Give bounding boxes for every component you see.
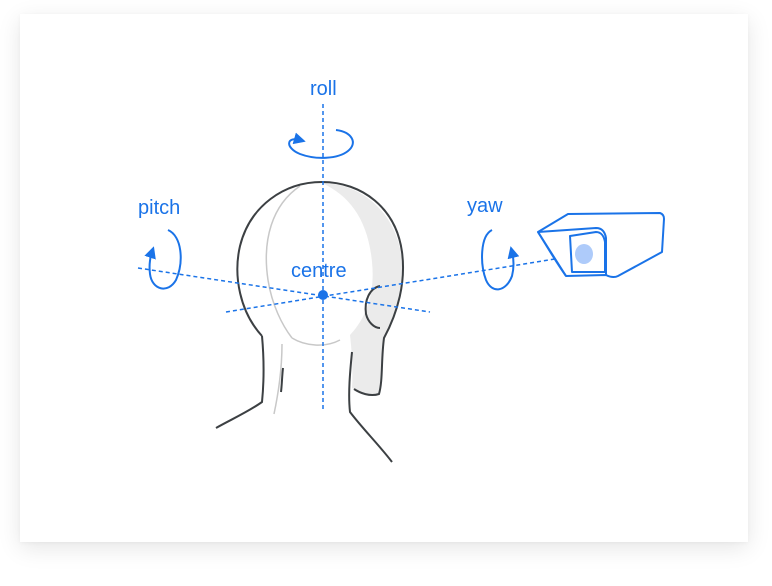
camera-lens <box>575 244 593 264</box>
camera-front-face <box>537 227 607 275</box>
pitch-axis <box>137 267 431 313</box>
head-illustration <box>215 180 405 463</box>
pitch-label: pitch <box>138 197 180 219</box>
skull-outline <box>236 180 405 397</box>
centre-label: centre <box>291 260 347 282</box>
yaw-label: yaw <box>467 195 503 217</box>
yaw-axis <box>225 253 587 313</box>
roll-label: roll <box>310 78 337 100</box>
centre-point <box>318 290 328 300</box>
rotation-arrow-icon-yaw <box>481 229 520 291</box>
jaw-contour <box>291 337 341 346</box>
neck-mark <box>280 367 284 393</box>
head-shading <box>322 183 403 395</box>
head-inner-contour <box>265 185 301 339</box>
neck-inner-line <box>273 343 283 415</box>
rotation-arrow-icon-pitch <box>144 229 182 290</box>
camera-edge <box>537 231 567 277</box>
camera-icon <box>537 212 665 279</box>
neck-left <box>215 335 265 429</box>
neck-right <box>348 351 393 463</box>
rotation-axes <box>137 104 587 412</box>
ear <box>364 285 381 329</box>
rotation-arrow-icon-roll <box>288 129 354 159</box>
